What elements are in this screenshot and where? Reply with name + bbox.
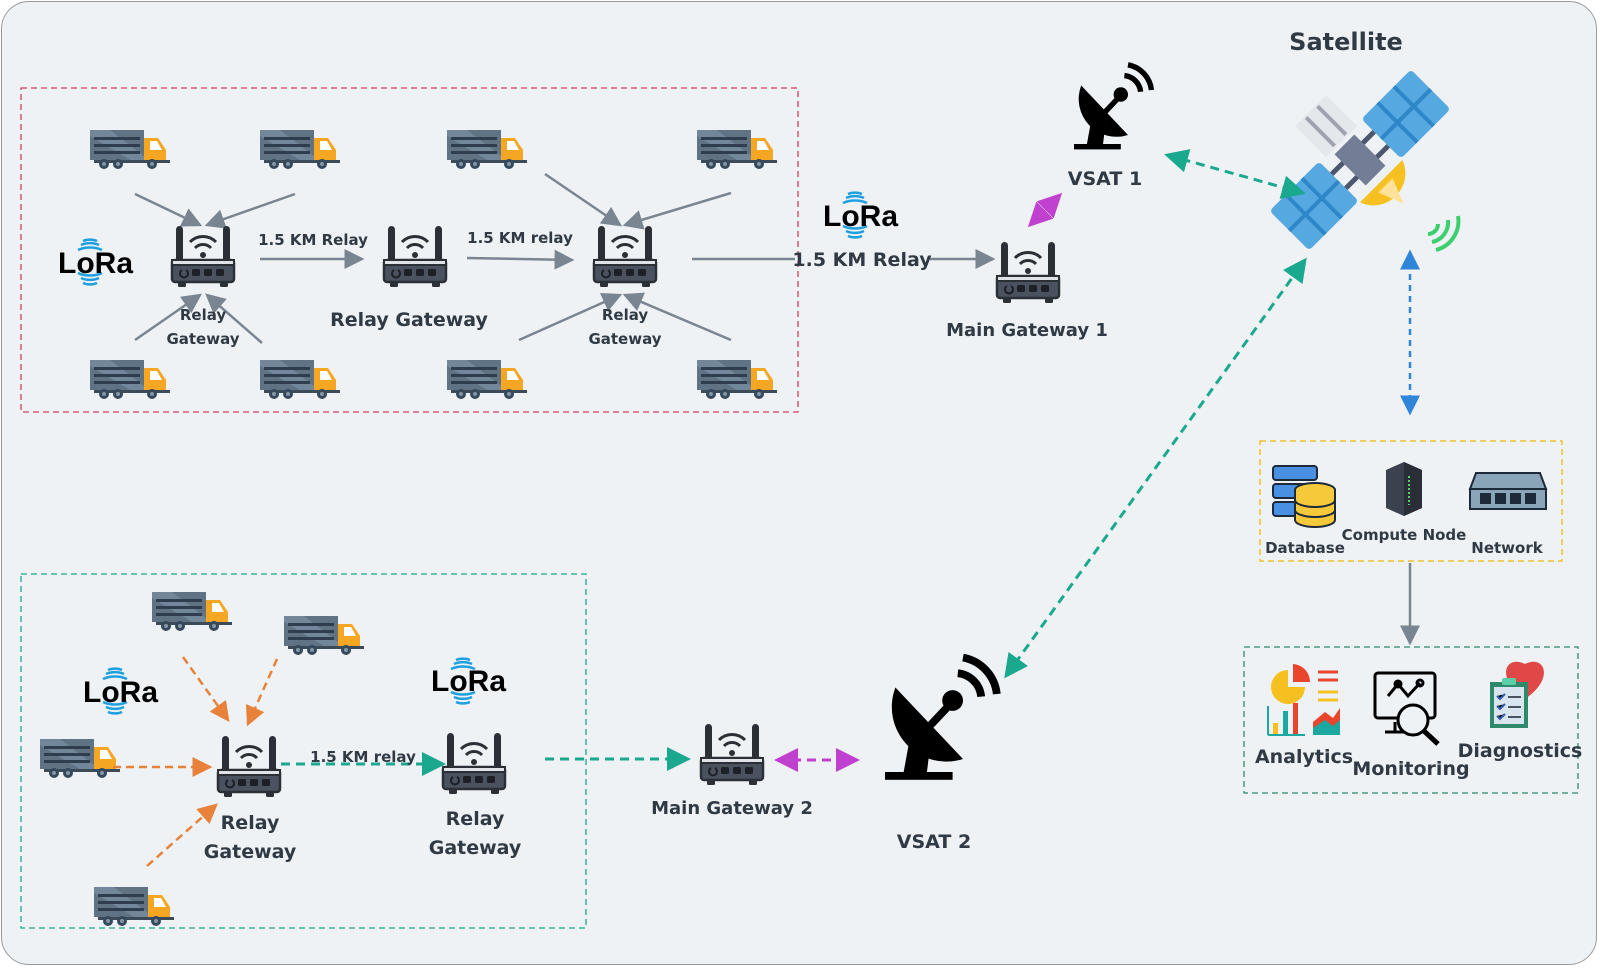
database-icon bbox=[1272, 465, 1336, 528]
vsat-1-label: VSAT 1 bbox=[1068, 168, 1142, 190]
compute-node-icon bbox=[1386, 462, 1422, 516]
relay-gateway-router-icon bbox=[216, 734, 282, 799]
truck-icon bbox=[90, 130, 170, 169]
svg-text:LoRa: LoRa bbox=[431, 665, 506, 698]
main-gateway-2-label: Main Gateway 2 bbox=[651, 798, 813, 819]
network-label: Network bbox=[1471, 539, 1543, 557]
relay-gateway-router-icon bbox=[441, 731, 507, 796]
svg-text:LoRa: LoRa bbox=[83, 676, 158, 709]
uplink-label: 1.5 KM Relay bbox=[792, 249, 932, 271]
satellite-icon bbox=[1271, 71, 1449, 249]
relay-gateway-label: Relay bbox=[180, 306, 227, 324]
truck-icon bbox=[697, 360, 777, 399]
vsat1-satellite-link bbox=[1164, 149, 1306, 199]
svg-text:LoRa: LoRa bbox=[58, 247, 133, 280]
relay-gateway-label: Relay bbox=[446, 808, 505, 830]
gateway1-vsat1-link bbox=[1027, 192, 1063, 228]
cluster-1-boundary bbox=[20, 87, 799, 413]
database-label: Database bbox=[1265, 539, 1345, 557]
relay-gateway-router-icon bbox=[592, 224, 658, 289]
relay-gateway-label: Gateway bbox=[588, 330, 661, 348]
diagnostics-icon bbox=[1490, 661, 1544, 728]
analytics-icon bbox=[1267, 664, 1340, 736]
relay-gateway-router-icon bbox=[382, 224, 448, 289]
relay-gateway-label: Gateway bbox=[204, 841, 297, 863]
svg-text:LoRa: LoRa bbox=[823, 200, 898, 233]
cluster-2-boundary bbox=[20, 573, 587, 929]
lora-logo: LoRa bbox=[431, 657, 506, 705]
monitoring-icon bbox=[1373, 671, 1440, 746]
network-switch-icon bbox=[1468, 472, 1548, 510]
link-label: 1.5 KM relay bbox=[467, 229, 573, 247]
truck-icon bbox=[447, 130, 527, 169]
cluster-1-truck-links bbox=[134, 172, 996, 344]
lora-logo: LoRa bbox=[823, 191, 898, 239]
truck-icon bbox=[94, 887, 174, 926]
satellite-title: Satellite bbox=[1289, 28, 1403, 56]
truck-icon bbox=[40, 739, 120, 778]
relay-gateway-label: Relay bbox=[602, 306, 649, 324]
relay-gateway-label: Relay bbox=[221, 812, 280, 834]
truck-icon bbox=[260, 360, 340, 399]
lora-logo: LoRa bbox=[83, 667, 158, 715]
vsat-2-label: VSAT 2 bbox=[897, 831, 971, 853]
satellite-signal-icon bbox=[1427, 215, 1461, 252]
vsat2-satellite-link bbox=[1004, 257, 1307, 679]
main-gateway-1-label: Main Gateway 1 bbox=[946, 320, 1108, 341]
relay-gateway-router-icon bbox=[170, 224, 236, 289]
link-label: 1.5 KM relay bbox=[310, 748, 416, 766]
lora-logo: LoRa bbox=[58, 238, 133, 286]
vsat-1-dish-icon bbox=[1074, 65, 1151, 150]
cluster-2-truck-links bbox=[113, 656, 279, 867]
relay-gateway-label: Gateway bbox=[429, 837, 522, 859]
main-gateway-2-router-icon bbox=[699, 722, 765, 787]
truck-icon bbox=[260, 130, 340, 169]
relay-gateway-label: Gateway bbox=[166, 330, 239, 348]
truck-icon bbox=[90, 360, 170, 399]
truck-icon bbox=[284, 616, 364, 655]
monitoring-label: Monitoring bbox=[1352, 758, 1469, 780]
main-gateway-1-router-icon bbox=[995, 240, 1061, 305]
relay-gateway-label: Relay Gateway bbox=[330, 309, 488, 331]
vsat-2-dish-icon bbox=[885, 658, 997, 780]
truck-icon bbox=[152, 592, 232, 631]
compute-node-label: Compute Node bbox=[1342, 526, 1467, 544]
analytics-label: Analytics bbox=[1255, 746, 1353, 768]
diagnostics-label: Diagnostics bbox=[1458, 740, 1583, 762]
link-label: 1.5 KM Relay bbox=[258, 231, 368, 249]
truck-icon bbox=[447, 360, 527, 399]
truck-icon bbox=[697, 130, 777, 169]
